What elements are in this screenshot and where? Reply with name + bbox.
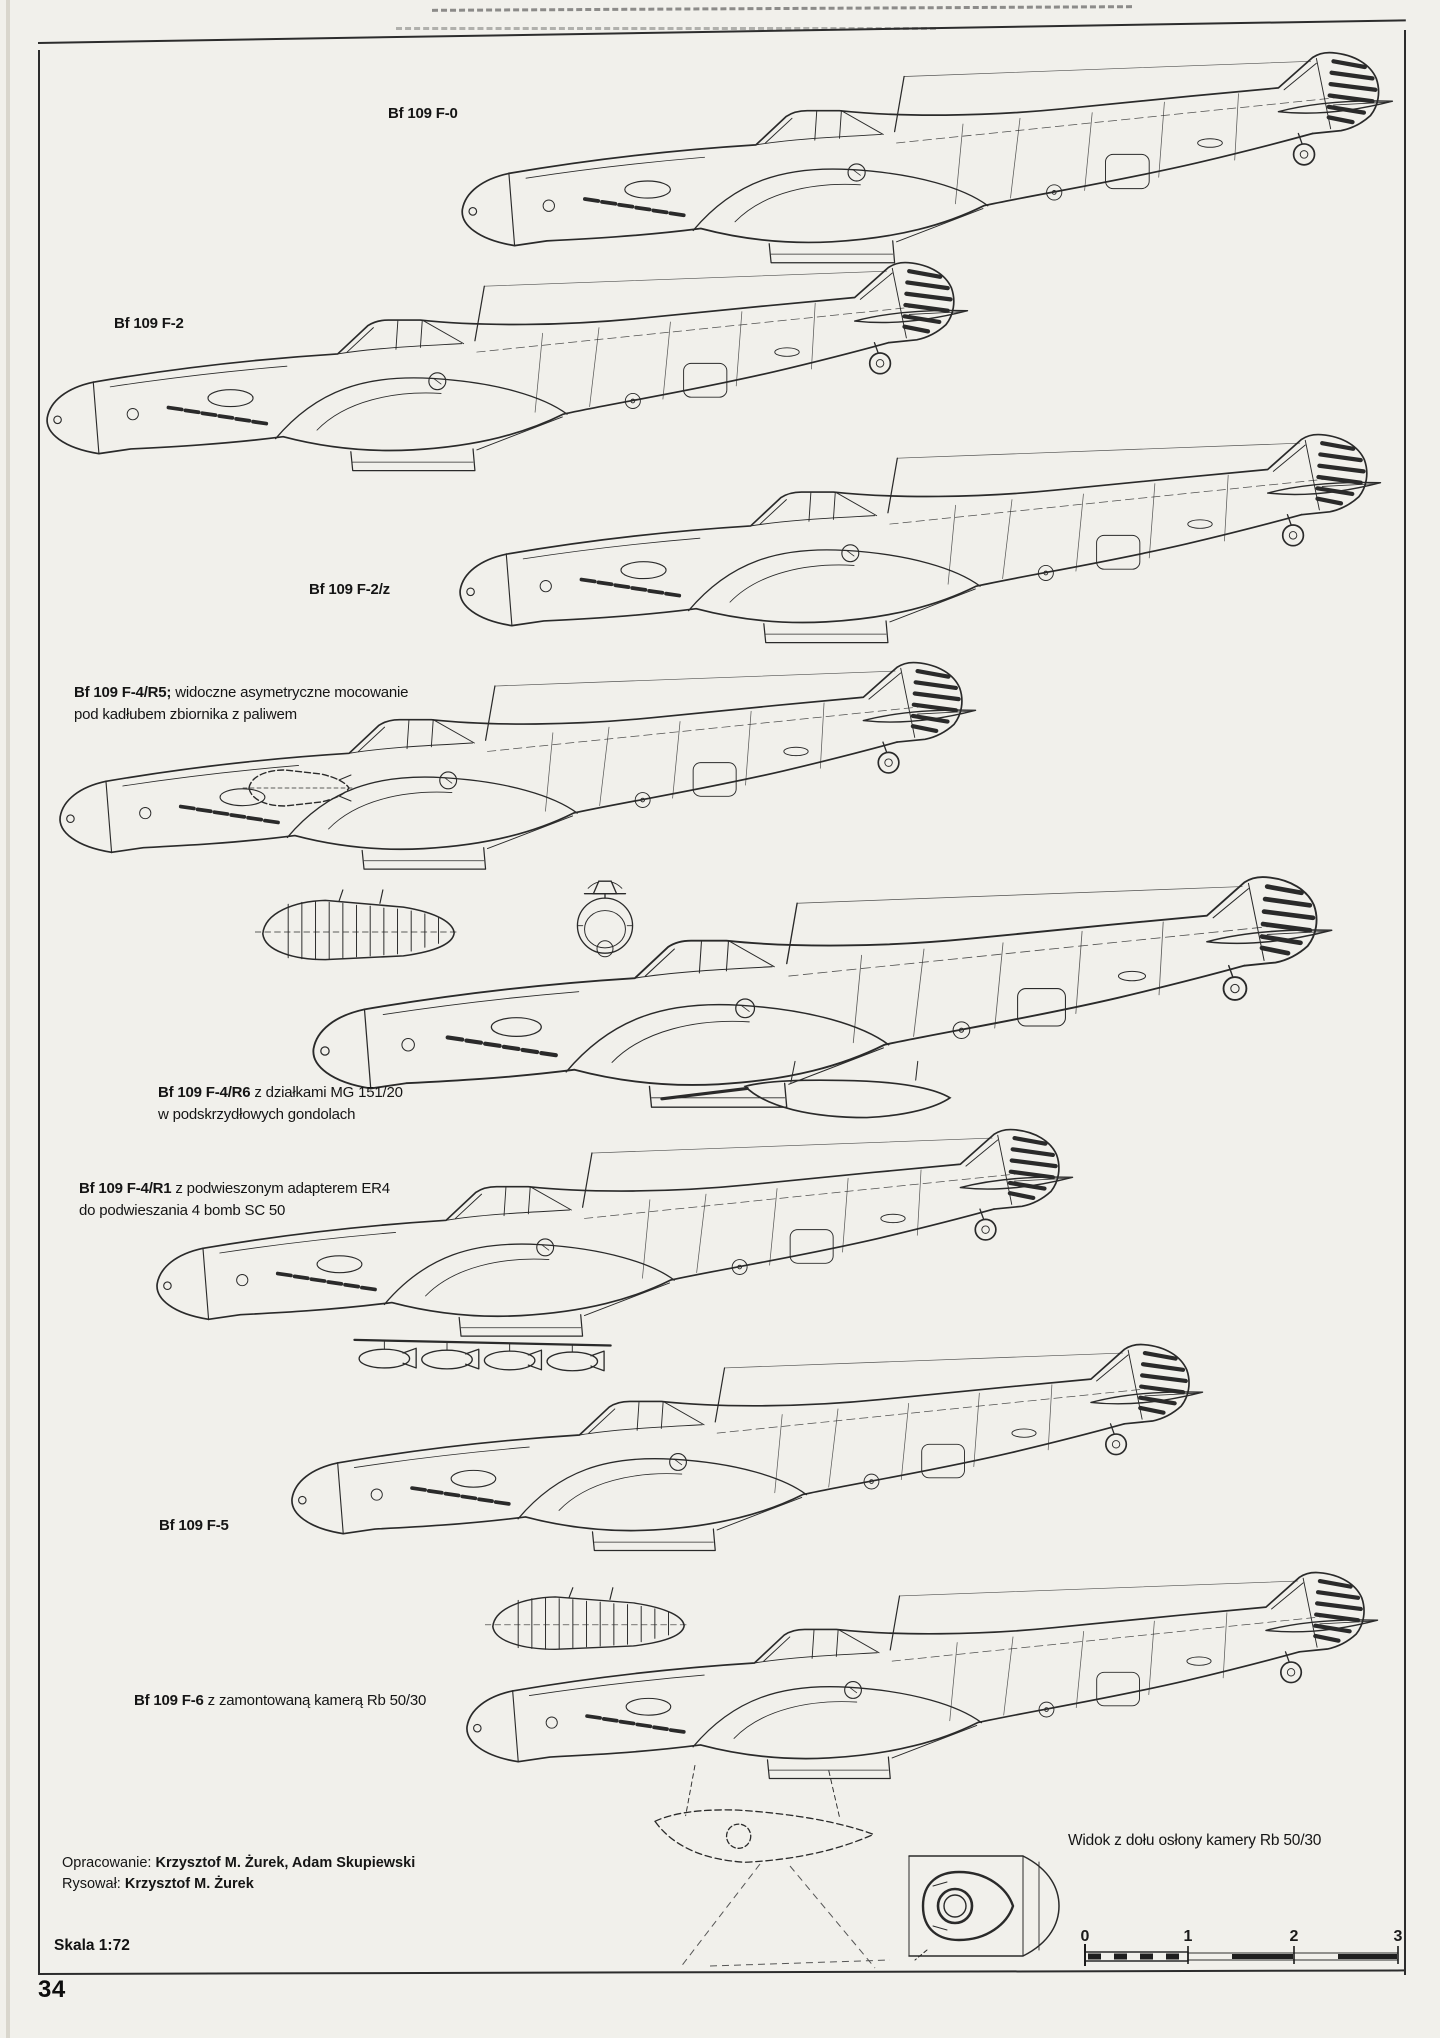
aircraft-label-f4r5-line2: pod kadłubem zbiornika z paliwem (74, 706, 297, 723)
scale-tick-2: 2 (1290, 1928, 1299, 1945)
designation-f4r5: Bf 109 F-4/R5; (74, 684, 172, 701)
drop-tank-drawing-f4r5 (255, 888, 460, 974)
aircraft-label-f6: Bf 109 F-6 z zamontowaną kamerą Rb 50/30 (134, 1692, 427, 1709)
camera-cover-bottom-view-drawing (908, 1855, 1060, 1961)
aircraft-profile-f4r6 (300, 872, 1340, 1119)
detail-view-caption: Widok z dołu osłony kamery Rb 50/30 (1068, 1832, 1322, 1849)
aircraft-label-f2z: Bf 109 F-2/z (309, 579, 390, 601)
er4-adapter-bombs-drawing (353, 1338, 612, 1372)
designation-f4r6: Bf 109 F-4/R6 (158, 1084, 251, 1101)
aircraft-label-f4r6-line2: w podskrzydłowych gondolach (158, 1106, 356, 1123)
camera-sightline-dashes (679, 1863, 891, 1969)
aircraft-profile-f6 (455, 1568, 1385, 1863)
page-number: 34 (38, 1976, 66, 2003)
scale-tick-3: 3 (1394, 1928, 1403, 1945)
page-frame-left (38, 50, 40, 1975)
aircraft-label-f4r1-line2: do podwieszania 4 bomb SC 50 (79, 1202, 286, 1219)
aircraft-label-f4r1: Bf 109 F-4/R1 z podwieszonym adapterem E… (79, 1178, 390, 1222)
credits-line2: Rysował: Krzysztof M. Żurek (62, 1876, 254, 1892)
aircraft-label-f4r6: Bf 109 F-4/R6 z działkami MG 151/20 w po… (158, 1082, 403, 1126)
tank-mount-front-view-drawing (576, 880, 634, 958)
credits-line1: Opracowanie: Krzysztof M. Żurek, Adam Sk… (62, 1855, 416, 1871)
aircraft-label-f0: Bf 109 F-0 (388, 103, 458, 125)
aircraft-label-f5: Bf 109 F-5 (159, 1515, 229, 1537)
designation-f0: Bf 109 F-0 (388, 105, 458, 122)
drop-tank-drawing-f5 (485, 1586, 690, 1662)
credits-block: Opracowanie: Krzysztof M. Żurek, Adam Sk… (62, 1853, 415, 1895)
page-edge-shadow (6, 0, 10, 2038)
aircraft-label-f2: Bf 109 F-2 (114, 313, 184, 335)
scale-bar: 0 1 2 3 (1081, 1928, 1403, 1966)
sc50-bomb-outline-drawing (242, 769, 356, 807)
aircraft-profile-f4r1 (145, 1125, 1080, 1372)
scan-artifact-line (396, 27, 936, 30)
scale-tick-1: 1 (1184, 1928, 1193, 1945)
aircraft-label-f4r5: Bf 109 F-4/R5; widoczne asymetryczne moc… (74, 682, 408, 726)
designation-f2z: Bf 109 F-2/z (309, 581, 390, 598)
underwing-gun-gondola-drawing (660, 1060, 952, 1119)
scan-artifact-line (431, 5, 1133, 12)
page-frame-right (1404, 30, 1406, 1975)
designation-f2: Bf 109 F-2 (114, 315, 184, 332)
scale-label: Skala 1:72 (54, 1937, 130, 1954)
scale-tick-0: 0 (1081, 1928, 1090, 1945)
page-frame-top (37, 19, 1406, 44)
designation-f6: Bf 109 F-6 (134, 1692, 204, 1709)
designation-f5: Bf 109 F-5 (159, 1517, 229, 1534)
camera-fairing-drawing (653, 1764, 876, 1863)
designation-f4r1: Bf 109 F-4/R1 (79, 1180, 172, 1197)
